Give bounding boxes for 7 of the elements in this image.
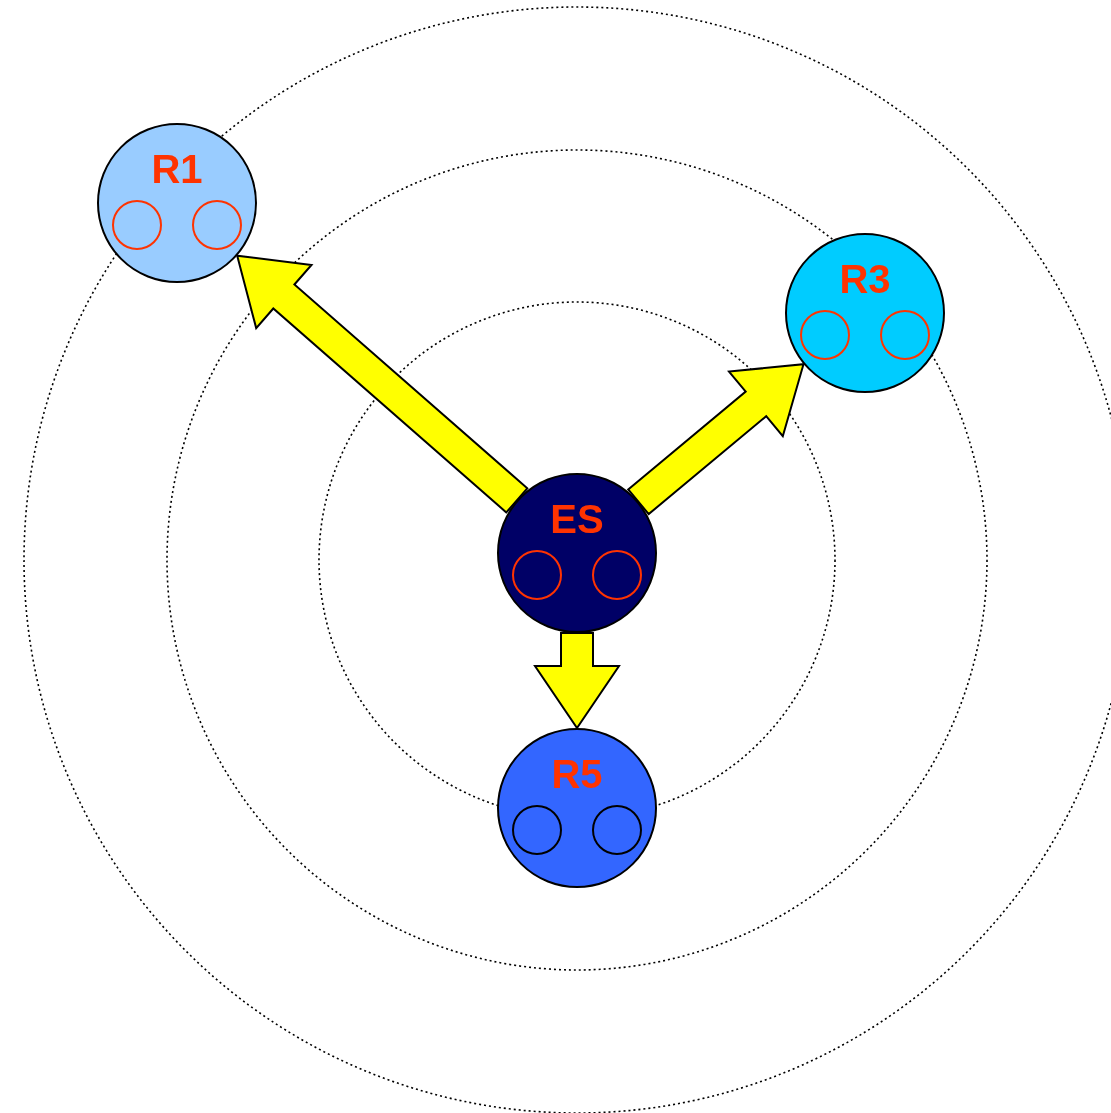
- block-arrow: [235, 254, 529, 514]
- node-label: ES: [550, 497, 604, 541]
- block-arrow: [533, 632, 621, 730]
- node-label: R5: [551, 752, 603, 796]
- node-label: R3: [839, 257, 891, 301]
- block-arrow: [626, 363, 805, 516]
- node-label: R1: [151, 147, 203, 191]
